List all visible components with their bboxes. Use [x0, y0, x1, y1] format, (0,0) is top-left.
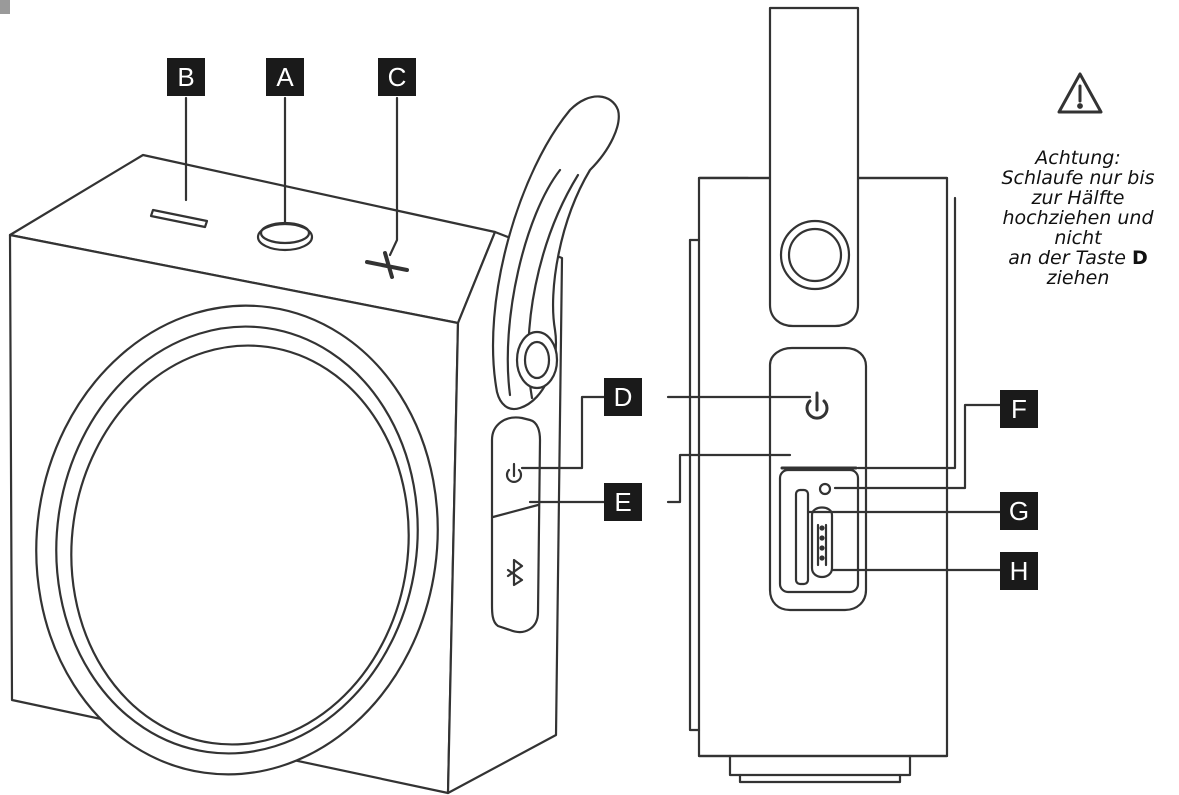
side-bluetooth-icon [506, 558, 524, 587]
label-d: D [604, 378, 642, 416]
warning-note: Achtung: Schlaufe nur bis zur Hälfte hoc… [978, 148, 1178, 288]
woofer-inner-ring [55, 325, 419, 755]
woofer-outer-ring [35, 304, 439, 776]
label-f: F [1000, 390, 1038, 428]
warning-line-2: zur Hälfte [1031, 187, 1125, 209]
side-power-icon [505, 462, 523, 483]
side-button-panel [490, 416, 542, 634]
warning-line-6: ziehen [1046, 267, 1110, 289]
plus-button [365, 251, 409, 279]
warning-line-3: hochziehen und [1002, 207, 1154, 229]
corner-mark [0, 0, 10, 14]
label-h: H [1000, 552, 1038, 590]
strap-inner-edge [506, 168, 562, 397]
label-c: C [378, 58, 416, 96]
leader-d [520, 395, 606, 470]
leader-e-right [666, 453, 792, 504]
strap-knob [515, 330, 559, 390]
warning-line-4: nicht [1054, 227, 1102, 249]
right-power-icon [805, 391, 829, 420]
warning-line-5-prefix: an der Taste [1008, 247, 1132, 269]
leader-warning [856, 196, 957, 470]
minus-button [149, 208, 209, 229]
woofer-grille [70, 344, 410, 746]
label-b: B [167, 58, 205, 96]
warning-line-1: Schlaufe nur bis [1001, 167, 1155, 189]
warning-heading: Achtung: [1035, 147, 1121, 169]
led-indicator [818, 482, 832, 496]
label-e: E [604, 483, 642, 521]
right-speaker-foot [728, 754, 912, 777]
warning-key-d: D [1131, 247, 1148, 269]
warning-line-5: an der Taste D [978, 248, 1178, 268]
right-strap-ring [779, 219, 851, 291]
aux-slot [794, 488, 810, 586]
strap-loop [491, 95, 620, 411]
label-g: G [1000, 492, 1038, 530]
leader-c [388, 96, 399, 257]
leader-f [833, 403, 1002, 490]
usb-port [810, 506, 834, 579]
label-a: A [266, 58, 304, 96]
